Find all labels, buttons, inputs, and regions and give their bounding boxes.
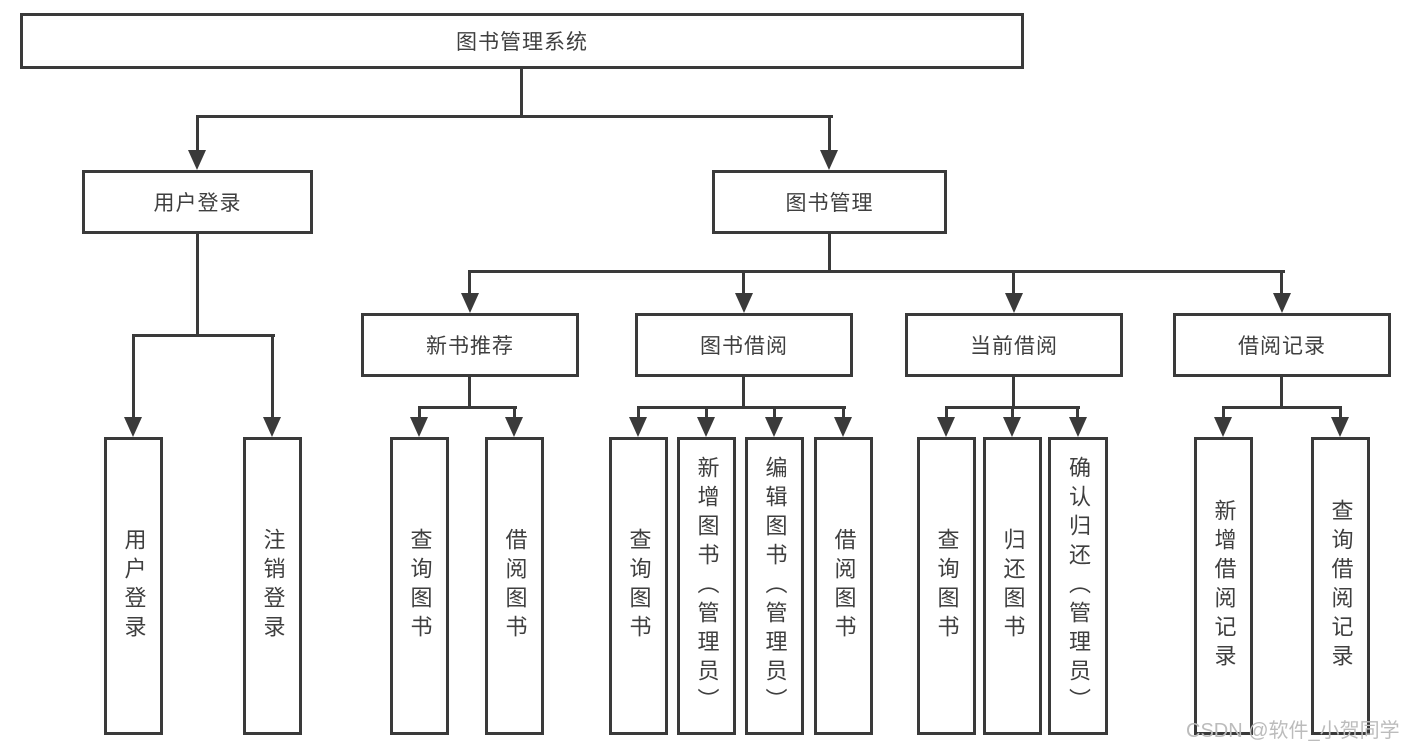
node-borrow-records: 借阅记录 [1173, 313, 1391, 377]
node-book-borrow: 图书借阅 [635, 313, 853, 377]
arrowhead-bookmgmt-3 [1005, 293, 1023, 313]
connector-bookmgmt-drop-4 [1280, 270, 1283, 295]
leaf-query-books-current: 查询图书 [917, 437, 976, 735]
connector-records-drop-1 [1222, 406, 1225, 420]
connector-userlogin-drop-1 [132, 334, 135, 419]
connector-bookmgmt-drop-2 [742, 270, 745, 295]
arrowhead-newbook-1 [410, 417, 428, 437]
leaf-borrow-books-newbook-label: 借阅图书 [502, 528, 528, 644]
connector-records-drop-2 [1339, 406, 1342, 420]
connector-newbook-stem [468, 377, 471, 409]
connector-borrow-drop-1 [637, 406, 640, 420]
node-user-login: 用户登录 [82, 170, 313, 234]
node-book-management-label: 图书管理 [785, 192, 874, 215]
leaf-return-books-label: 归还图书 [1000, 528, 1026, 644]
connector-newbook-drop-1 [418, 406, 421, 420]
arrowhead-root-2 [820, 150, 838, 170]
connector-bookmgmt-stem [828, 234, 831, 273]
arrowhead-current-3 [1069, 417, 1087, 437]
arrowhead-bookmgmt-2 [735, 293, 753, 313]
node-borrow-records-label: 借阅记录 [1238, 335, 1326, 358]
arrowhead-borrow-3 [765, 417, 783, 437]
leaf-query-books-newbook: 查询图书 [390, 437, 449, 735]
connector-root-drop-2 [828, 115, 831, 152]
leaf-user-login: 用户登录 [104, 437, 163, 735]
leaf-query-borrow-record: 查询借阅记录 [1311, 437, 1370, 735]
connector-newbook-drop-2 [513, 406, 516, 420]
node-new-book-recommend-label: 新书推荐 [426, 335, 514, 358]
leaf-edit-book-admin-label: 编辑图书（管理员） [762, 455, 788, 717]
leaf-user-login-label: 用户登录 [121, 528, 147, 644]
leaf-query-books-borrow: 查询图书 [609, 437, 668, 735]
leaf-borrow-books-borrow: 借阅图书 [814, 437, 873, 735]
node-current-borrow: 当前借阅 [905, 313, 1123, 377]
leaf-confirm-return-admin-label: 确认归还（管理员） [1066, 455, 1091, 717]
connector-current-stem [1012, 377, 1015, 409]
leaf-logout: 注销登录 [243, 437, 302, 735]
arrowhead-borrow-2 [697, 417, 715, 437]
leaf-return-books: 归还图书 [983, 437, 1042, 735]
connector-bookmgmt-drop-3 [1012, 270, 1015, 295]
arrowhead-userlogin-2 [263, 417, 281, 437]
connector-records-rail [1222, 406, 1342, 409]
connector-root-stem [520, 69, 523, 118]
node-new-book-recommend: 新书推荐 [361, 313, 579, 377]
connector-borrow-drop-2 [705, 406, 708, 420]
connector-current-drop-2 [1011, 406, 1014, 420]
connector-borrow-drop-3 [773, 406, 776, 420]
leaf-query-books-newbook-label: 查询图书 [407, 528, 433, 644]
connector-borrow-drop-4 [842, 406, 845, 420]
node-user-login-label: 用户登录 [153, 192, 242, 215]
node-book-borrow-label: 图书借阅 [700, 335, 788, 358]
connector-newbook-rail [418, 406, 517, 409]
leaf-add-borrow-record: 新增借阅记录 [1194, 437, 1253, 735]
watermark-text: CSDN @软件_小贺同学 [1186, 720, 1400, 742]
node-current-borrow-label: 当前借阅 [970, 335, 1058, 358]
arrowhead-bookmgmt-4 [1273, 293, 1291, 313]
connector-current-drop-1 [945, 406, 948, 420]
leaf-query-books-borrow-label: 查询图书 [626, 528, 652, 644]
connector-userlogin-rail [132, 334, 275, 337]
leaf-query-borrow-record-label: 查询借阅记录 [1328, 499, 1354, 673]
node-root-label: 图书管理系统 [456, 31, 588, 54]
leaf-borrow-books-newbook: 借阅图书 [485, 437, 544, 735]
arrowhead-records-2 [1331, 417, 1349, 437]
leaf-add-book-admin-label: 新增图书（管理员） [694, 455, 720, 717]
node-root: 图书管理系统 [20, 13, 1024, 69]
arrowhead-root-1 [188, 150, 206, 170]
connector-userlogin-stem [196, 234, 199, 337]
leaf-borrow-books-borrow-label: 借阅图书 [831, 528, 857, 644]
connector-borrow-rail [637, 406, 846, 409]
arrowhead-bookmgmt-1 [461, 293, 479, 313]
leaf-logout-label: 注销登录 [260, 528, 286, 644]
arrowhead-records-1 [1214, 417, 1232, 437]
leaf-query-books-current-label: 查询图书 [934, 528, 960, 644]
leaf-add-book-admin: 新增图书（管理员） [677, 437, 736, 735]
leaf-edit-book-admin: 编辑图书（管理员） [745, 437, 804, 735]
arrowhead-userlogin-1 [124, 417, 142, 437]
leaf-confirm-return-admin: 确认归还（管理员） [1048, 437, 1108, 735]
connector-root-drop-1 [196, 115, 199, 152]
connector-current-drop-3 [1076, 406, 1079, 420]
arrowhead-current-1 [937, 417, 955, 437]
arrowhead-borrow-1 [629, 417, 647, 437]
connector-records-stem [1280, 377, 1283, 409]
connector-userlogin-drop-2 [271, 334, 274, 419]
arrowhead-current-2 [1003, 417, 1021, 437]
arrowhead-newbook-2 [505, 417, 523, 437]
node-book-management: 图书管理 [712, 170, 947, 234]
connector-borrow-stem [742, 377, 745, 409]
connector-root-rail [196, 115, 833, 118]
connector-bookmgmt-drop-1 [468, 270, 471, 295]
connector-bookmgmt-rail [468, 270, 1285, 273]
leaf-add-borrow-record-label: 新增借阅记录 [1211, 499, 1237, 673]
arrowhead-borrow-4 [834, 417, 852, 437]
